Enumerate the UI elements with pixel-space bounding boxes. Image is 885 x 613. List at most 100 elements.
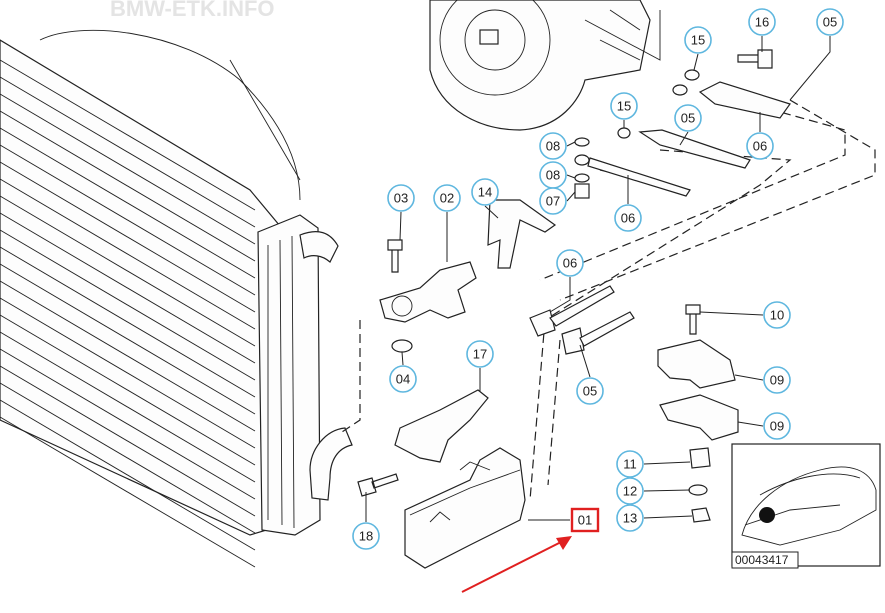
callout-label: 05 — [823, 15, 837, 30]
callout-05b[interactable]: 05 — [674, 104, 702, 132]
radiator-fin — [0, 59, 256, 211]
callout-circle — [610, 92, 638, 120]
callout-06a[interactable]: 06 — [746, 132, 774, 160]
callout-04[interactable]: 04 — [389, 365, 417, 393]
parts — [357, 49, 791, 523]
callout-08a[interactable]: 08 — [539, 132, 567, 160]
callout-label: 16 — [755, 15, 769, 30]
callout-label: 14 — [478, 185, 492, 200]
radiator-fin — [0, 280, 256, 432]
callout-13[interactable]: 13 — [616, 504, 644, 532]
callout-label: 12 — [623, 484, 637, 499]
callout-label: 10 — [770, 308, 784, 323]
callout-circle — [466, 340, 494, 368]
leader-line-04 — [401, 351, 404, 366]
callout-circle — [763, 412, 791, 440]
callout-label: 09 — [770, 373, 784, 388]
radiator-fin — [0, 110, 256, 262]
callout-05a[interactable]: 05 — [816, 8, 844, 36]
highlighted-callout-01[interactable]: 01 — [528, 507, 600, 533]
leader-line-13 — [643, 515, 693, 519]
callout-14[interactable]: 14 — [471, 178, 499, 206]
callout-07[interactable]: 07 — [539, 187, 567, 215]
radiator-fin — [0, 348, 256, 500]
callout-label: 06 — [621, 211, 635, 226]
callout-label: 15 — [617, 99, 631, 114]
leader-line-05a — [789, 36, 831, 101]
radiator-fin — [0, 399, 256, 551]
leader-line-06c — [549, 277, 571, 313]
callout-label: 15 — [691, 33, 705, 48]
callout-circle — [539, 132, 567, 160]
callout-label: 05 — [681, 111, 695, 126]
callout-circle — [684, 26, 712, 54]
leader-lines — [365, 36, 831, 522]
transmission — [429, 0, 661, 131]
radiator-fin — [0, 331, 256, 483]
callout-circle — [576, 377, 604, 405]
callout-label: 17 — [473, 347, 487, 362]
callout-circle — [748, 8, 776, 36]
callout-label: 13 — [623, 511, 637, 526]
radiator — [0, 29, 353, 568]
callout-label: 06 — [563, 256, 577, 271]
watermark: BMW-ETK.INFO — [110, 0, 275, 21]
radiator-fin — [0, 229, 256, 381]
leader-line-03 — [399, 211, 402, 241]
callout-circle — [352, 522, 380, 550]
callout-06b[interactable]: 06 — [614, 204, 642, 232]
callout-16[interactable]: 16 — [748, 8, 776, 36]
callout-17[interactable]: 17 — [466, 340, 494, 368]
red-arrow-icon — [461, 536, 572, 593]
callouts: 16 05 15 15 05 06 08 08 07 06 03 02 14 06 10 05 04 17 09 09… — [352, 8, 844, 550]
callout-06c[interactable]: 06 — [556, 249, 584, 277]
leader-line-14 — [484, 205, 499, 219]
callout-circle — [433, 184, 461, 212]
radiator-fin — [0, 416, 256, 568]
radiator-fin — [0, 195, 256, 347]
callout-10[interactable]: 10 — [763, 301, 791, 329]
leader-line-08b — [566, 174, 576, 179]
radiator-fin — [0, 178, 256, 330]
callout-circle — [616, 504, 644, 532]
leader-line-05b — [679, 131, 689, 146]
callout-label: 08 — [546, 168, 560, 183]
callout-05c[interactable]: 05 — [576, 377, 604, 405]
radiator-fin — [0, 144, 256, 296]
callout-09a[interactable]: 09 — [763, 366, 791, 394]
leader-line-09a — [734, 374, 764, 381]
callout-03[interactable]: 03 — [387, 184, 415, 212]
callout-15b[interactable]: 15 — [610, 92, 638, 120]
leader-line-11 — [643, 461, 691, 465]
callout-circle — [471, 178, 499, 206]
radiator-fin — [0, 246, 256, 398]
callout-circle — [746, 132, 774, 160]
leader-line-07 — [566, 191, 576, 202]
callout-circle — [616, 477, 644, 505]
inset-reference: 00043417 — [735, 553, 789, 567]
callout-11[interactable]: 11 — [616, 450, 644, 478]
radiator-fin — [0, 93, 256, 245]
callout-circle — [674, 104, 702, 132]
callout-label: 06 — [753, 139, 767, 154]
leader-line-12 — [643, 489, 691, 492]
callout-label: 09 — [770, 419, 784, 434]
callout-circle — [387, 184, 415, 212]
callout-15a[interactable]: 15 — [684, 26, 712, 54]
callout-label: 02 — [440, 191, 454, 206]
callout-label: 05 — [583, 384, 597, 399]
callout-18[interactable]: 18 — [352, 522, 380, 550]
location-marker-icon — [759, 507, 775, 523]
callout-label: 11 — [623, 457, 637, 472]
callout-circle — [763, 366, 791, 394]
radiator-fin — [0, 212, 256, 364]
leader-line-09b — [737, 421, 764, 427]
callout-12[interactable]: 12 — [616, 477, 644, 505]
callout-09b[interactable]: 09 — [763, 412, 791, 440]
callout-circle — [556, 249, 584, 277]
callout-08b[interactable]: 08 — [539, 161, 567, 189]
callout-label: 18 — [359, 529, 373, 544]
radiator-fin — [0, 127, 256, 279]
callout-02[interactable]: 02 — [433, 184, 461, 212]
radiator-fin — [0, 382, 256, 534]
